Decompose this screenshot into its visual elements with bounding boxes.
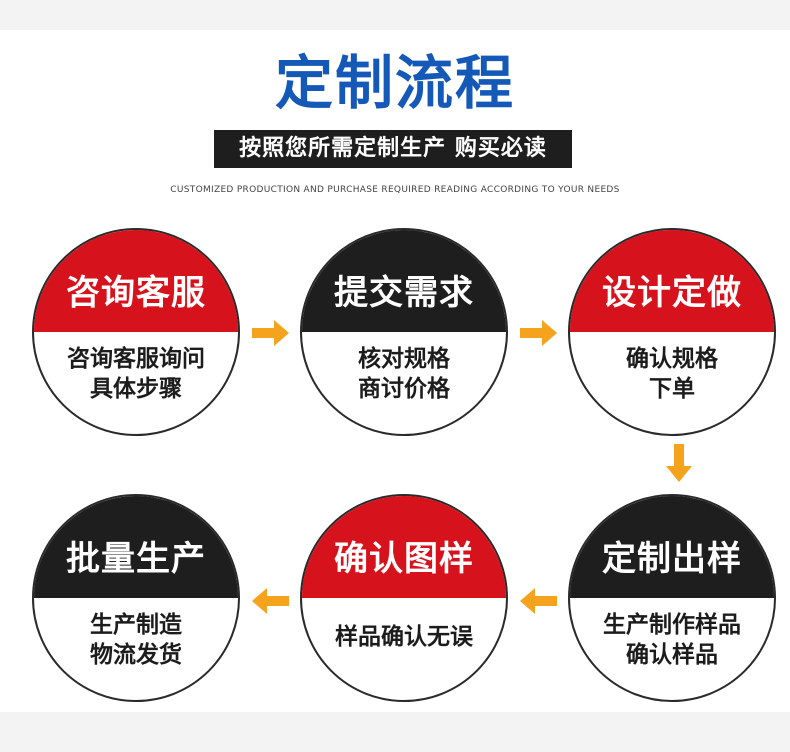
english-caption: CUSTOMIZED PRODUCTION AND PURCHASE REQUI… xyxy=(170,185,620,195)
subtitle-banner: 按照您所需定制生产 购买必读 xyxy=(214,130,572,168)
arrow-down-icon xyxy=(666,444,692,482)
step-desc-line: 样品确认无误 xyxy=(335,624,473,650)
step-desc-line: 下单 xyxy=(649,376,695,402)
step-title: 定制出样 xyxy=(570,496,774,598)
step-desc-line: 确认规格 xyxy=(626,346,718,372)
step-desc-line: 咨询客服询问 xyxy=(67,346,205,372)
step-description: 核对规格 商讨价格 xyxy=(302,332,506,434)
top-band xyxy=(0,0,790,30)
step-title: 设计定做 xyxy=(570,230,774,332)
step-description: 样品确认无误 xyxy=(302,598,506,700)
arrow-left-icon xyxy=(252,588,289,614)
step-desc-line: 生产制作样品 xyxy=(603,612,741,638)
step-desc-line: 物流发货 xyxy=(90,642,182,668)
step-consult-circle: 咨询客服 咨询客服询问 具体步骤 xyxy=(32,228,240,436)
step-design-circle: 设计定做 确认规格 下单 xyxy=(568,228,776,436)
step-title: 咨询客服 xyxy=(34,230,238,332)
step-title: 批量生产 xyxy=(34,496,238,598)
step-description: 咨询客服询问 具体步骤 xyxy=(34,332,238,434)
step-description: 确认规格 下单 xyxy=(570,332,774,434)
step-desc-line: 确认样品 xyxy=(626,642,718,668)
step-desc-line: 核对规格 xyxy=(358,346,450,372)
arrow-left-icon xyxy=(520,588,557,614)
bottom-band xyxy=(0,712,790,752)
step-title: 提交需求 xyxy=(302,230,506,332)
step-description: 生产制作样品 确认样品 xyxy=(570,598,774,700)
step-mass-production-circle: 批量生产 生产制造 物流发货 xyxy=(32,494,240,702)
arrow-right-icon xyxy=(252,320,289,346)
arrow-right-icon xyxy=(520,320,557,346)
step-confirm-sample-circle: 确认图样 样品确认无误 xyxy=(300,494,508,702)
step-title: 确认图样 xyxy=(302,496,506,598)
step-desc-line: 商讨价格 xyxy=(358,376,450,402)
step-description: 生产制造 物流发货 xyxy=(34,598,238,700)
page-title: 定制流程 xyxy=(274,49,515,117)
step-desc-line: 生产制造 xyxy=(90,612,182,638)
step-submit-circle: 提交需求 核对规格 商讨价格 xyxy=(300,228,508,436)
step-sample-circle: 定制出样 生产制作样品 确认样品 xyxy=(568,494,776,702)
step-desc-line: 具体步骤 xyxy=(90,376,182,402)
